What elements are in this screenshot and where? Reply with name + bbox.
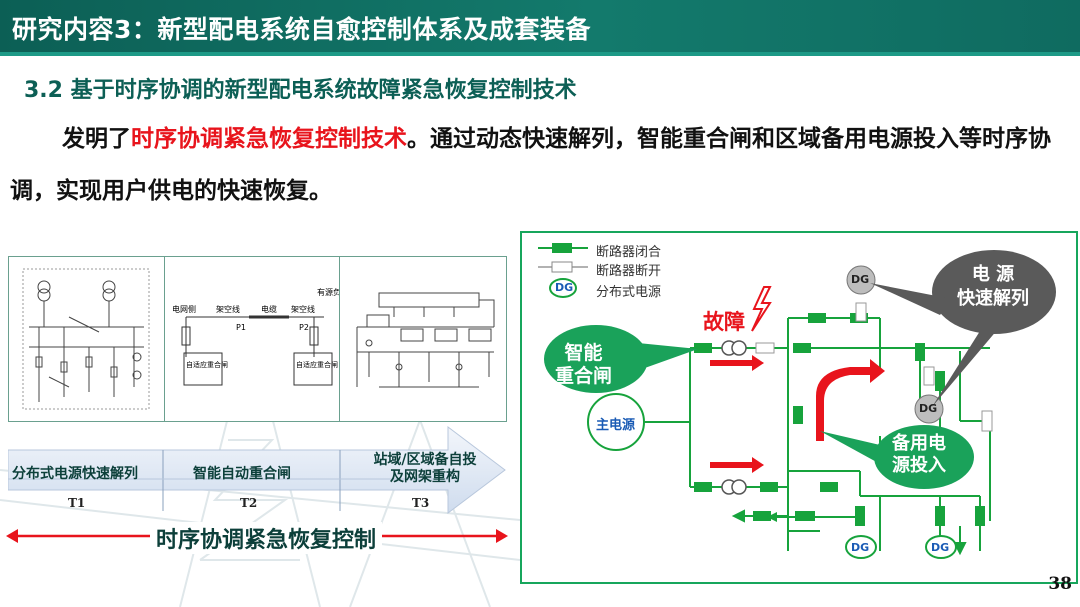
red-flow-arrows xyxy=(710,355,885,473)
phase-2-label: 智能自动重合闸 xyxy=(193,466,291,482)
main-source-text: 主电源 xyxy=(596,418,636,433)
smart-reclose-bubble xyxy=(544,325,698,393)
phase-1-t: T1 xyxy=(68,496,86,510)
reclose-box-left: 自适应重合闸 xyxy=(186,360,228,369)
para-prefix: 发明了 xyxy=(62,126,131,152)
description-paragraph: 发明了时序协调紧急恢复控制技术。通过动态快速解列，智能重合闸和区域备用电源投入等… xyxy=(10,113,1074,217)
fast-split-text: 电 源快速解列 xyxy=(957,264,1029,309)
left-diagram-panel: 电网侧 架空线 电缆 架空线 有源负荷侧 P1 P2 自适应重合闸 自适应重合闸 xyxy=(8,256,507,422)
distribution-network-diagram xyxy=(538,243,1056,559)
page-number: 38 xyxy=(1048,574,1072,594)
para-highlight: 时序协调紧急恢复控制技术 xyxy=(131,126,407,152)
legend-dg-symbol: DG xyxy=(555,281,574,294)
overhead-label-1: 架空线 xyxy=(216,304,240,314)
phase-1-label: 分布式电源快速解列 xyxy=(12,466,138,482)
section-subtitle: 3.2 基于时序协调的新型配电系统故障紧急恢复控制技术 xyxy=(24,78,577,103)
fast-split-bubble xyxy=(870,250,1056,407)
transformers xyxy=(721,340,747,495)
backup-text: 备用电源投入 xyxy=(892,433,946,476)
timeline-label: 时序协调紧急恢复控制 xyxy=(150,522,383,554)
page-title: 研究内容3：新型配电系统自愈控制体系及成套装备 xyxy=(12,15,591,44)
substation-schematic xyxy=(22,257,165,421)
title-underline xyxy=(0,52,1080,56)
dg-label-4: DG xyxy=(931,541,950,554)
line-schematic: 电网侧 架空线 电缆 架空线 有源负荷侧 P1 P2 自适应重合闸 自适应重合闸 xyxy=(172,257,340,421)
dg-label-1: DG xyxy=(851,273,870,286)
smart-reclose-text: 智能重合闸 xyxy=(555,342,613,387)
cable-label: 电缆 xyxy=(261,304,277,314)
open-breakers xyxy=(755,302,993,432)
network-schematic xyxy=(356,292,495,388)
legend-dg-text: 分布式电源 xyxy=(596,285,662,300)
p2-label: P2 xyxy=(299,323,309,332)
legend-dg-icon xyxy=(549,278,577,298)
title-bar: 研究内容3：新型配电系统自愈控制体系及成套装备 xyxy=(0,0,1080,56)
legend-open-text: 断路器断开 xyxy=(596,264,662,279)
para-suffix: 。通过动态快速解列，智能重合闸和区域备用电源投入等时序协调，实现用户供电的快速恢… xyxy=(10,126,1051,204)
p1-label: P1 xyxy=(236,323,246,332)
backup-bubble xyxy=(820,425,974,489)
fault-label: 故障 xyxy=(703,310,745,334)
phase-2-t: T2 xyxy=(240,496,258,510)
dg-label-3: DG xyxy=(851,541,870,554)
phase-3-t: T3 xyxy=(412,496,430,510)
grid-side-label: 电网侧 xyxy=(172,304,196,314)
phase-3-label: 站域/区域备自投及网架重构 xyxy=(373,452,477,485)
source-load-label: 有源负荷侧 xyxy=(317,287,340,297)
legend-closed-icon xyxy=(552,243,572,253)
reclose-box-right: 自适应重合闸 xyxy=(296,360,338,369)
dg-label-2: DG xyxy=(919,402,938,415)
fault-lightning-icon xyxy=(751,286,772,332)
legend-closed-text: 断路器闭合 xyxy=(596,245,662,260)
overhead-label-2: 架空线 xyxy=(291,304,315,314)
legend-open-icon xyxy=(551,261,573,273)
phase-arrow xyxy=(8,425,506,515)
